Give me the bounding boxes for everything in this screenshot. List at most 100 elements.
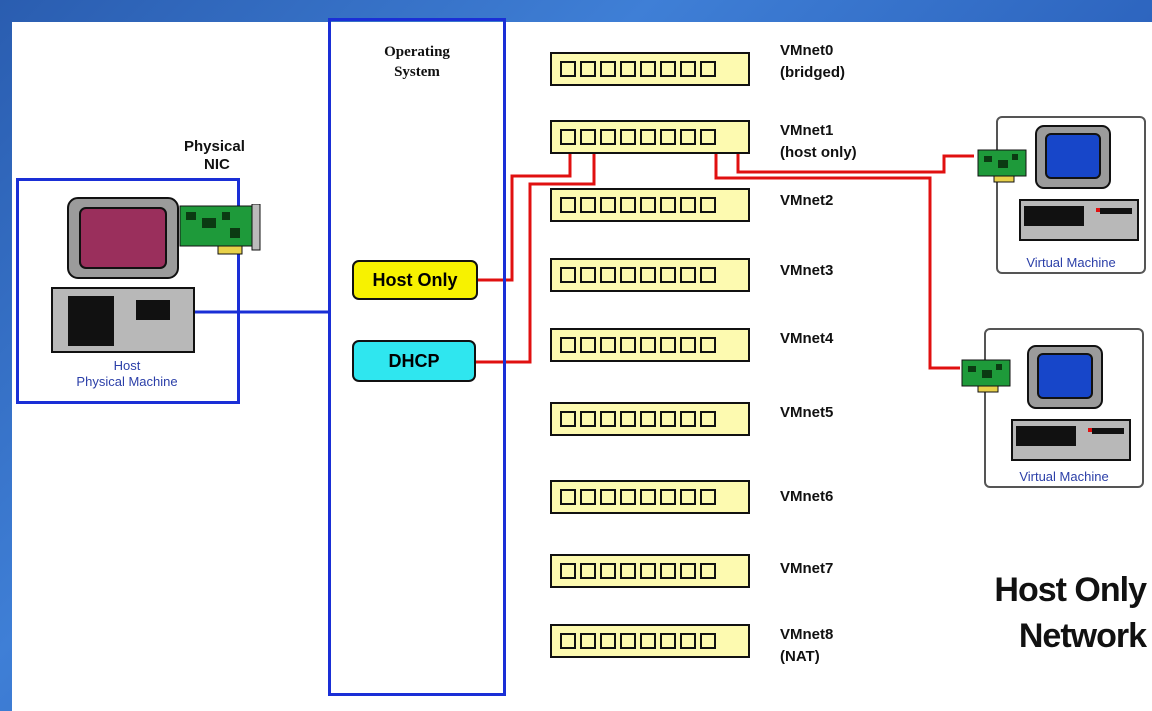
diagram-title-line-1: Host Only xyxy=(994,571,1147,609)
switch-port xyxy=(660,489,676,505)
vm2-nic-icon xyxy=(961,359,1011,393)
switch-port xyxy=(640,633,656,649)
host-label-2: Physical Machine xyxy=(76,374,178,389)
vm2-computer-icon xyxy=(1011,419,1131,461)
switch-port xyxy=(680,489,696,505)
vmnet-name: VMnet3 xyxy=(780,262,834,279)
operating-system-box xyxy=(328,18,506,696)
hostonly-vmnet1-link xyxy=(478,150,572,282)
switch-port xyxy=(600,411,616,427)
switch-port xyxy=(660,563,676,579)
host-only-switch: Host Only xyxy=(352,260,478,300)
switch-port xyxy=(580,563,596,579)
switch-port xyxy=(660,197,676,213)
switch-port xyxy=(700,633,716,649)
vmnet-switch xyxy=(550,328,750,362)
switch-port xyxy=(620,61,636,77)
dhcp-vmnet1-link xyxy=(476,150,596,364)
vmnet-switch xyxy=(550,402,750,436)
vmnet-name: VMnet0 xyxy=(780,42,834,59)
switch-port xyxy=(600,337,616,353)
vm1-nic-icon xyxy=(977,149,1027,183)
switch-port xyxy=(700,197,716,213)
switch-port xyxy=(580,197,596,213)
virtual-machine-2-box: Virtual Machine xyxy=(984,328,1144,488)
switch-port xyxy=(700,563,716,579)
vm1-monitor-icon xyxy=(1035,125,1111,189)
switch-port xyxy=(580,61,596,77)
vmnet-mode: (host only) xyxy=(780,144,857,161)
switch-port xyxy=(700,129,716,145)
vmnet-name: VMnet4 xyxy=(780,330,834,347)
host-nic-icon xyxy=(179,204,261,255)
switch-port xyxy=(560,129,576,145)
switch-port xyxy=(620,563,636,579)
vmnet-label: VMnet7 xyxy=(780,558,833,580)
switch-port xyxy=(680,337,696,353)
vmnet-switch xyxy=(550,188,750,222)
switch-port xyxy=(680,197,696,213)
host-label-1: Host xyxy=(113,358,141,373)
switch-port xyxy=(700,489,716,505)
switch-port xyxy=(640,489,656,505)
switch-port xyxy=(660,129,676,145)
switch-port xyxy=(640,197,656,213)
switch-port xyxy=(600,129,616,145)
vmnet-switch xyxy=(550,120,750,154)
vm1-label: Virtual Machine xyxy=(1026,255,1116,270)
switch-port xyxy=(560,197,576,213)
connection-lines xyxy=(192,150,974,370)
switch-port xyxy=(660,411,676,427)
switch-port xyxy=(680,411,696,427)
switch-port xyxy=(700,61,716,77)
physical-nic-label-1: Physical xyxy=(184,138,245,155)
switch-port xyxy=(560,489,576,505)
switch-port xyxy=(600,61,616,77)
switch-port xyxy=(660,61,676,77)
switch-port xyxy=(700,267,716,283)
vmnet-label: VMnet5 xyxy=(780,402,833,424)
vmnet-name: VMnet5 xyxy=(780,404,834,421)
switch-port xyxy=(640,337,656,353)
switch-port xyxy=(620,129,636,145)
vmnet-switch xyxy=(550,554,750,588)
switch-port xyxy=(620,197,636,213)
vmnet-name: VMnet1 xyxy=(780,122,834,139)
vmnet-label: VMnet1 (host only) xyxy=(780,120,857,164)
vmnet-switch xyxy=(550,624,750,658)
vmnet-label: VMnet8(NAT) xyxy=(780,624,833,668)
vmnet1-vm1-link xyxy=(736,150,974,174)
switch-port xyxy=(640,411,656,427)
vmnet-label: VMnet3 xyxy=(780,260,833,282)
diagram-canvas: Physical NIC Host Physical Machine Opera… xyxy=(12,18,1152,711)
switch-port xyxy=(600,633,616,649)
vmnet-switch xyxy=(550,52,750,86)
vmnet-name: VMnet7 xyxy=(780,560,834,577)
physical-nic-label-2: NIC xyxy=(204,156,230,173)
switch-port xyxy=(680,129,696,145)
switch-port xyxy=(680,563,696,579)
switch-port xyxy=(560,267,576,283)
host-only-switch-label: Host Only xyxy=(372,269,458,290)
os-label-1: Operating xyxy=(384,44,450,60)
vmnet-label: VMnet6 xyxy=(780,486,833,508)
switch-port xyxy=(600,563,616,579)
switch-port xyxy=(660,267,676,283)
vm2-label: Virtual Machine xyxy=(1019,469,1109,484)
switch-port xyxy=(660,337,676,353)
dhcp-label: DHCP xyxy=(388,350,440,371)
switch-port xyxy=(620,267,636,283)
vmnet-name: VMnet6 xyxy=(780,488,834,505)
switch-port xyxy=(660,633,676,649)
switch-port xyxy=(560,411,576,427)
switch-port xyxy=(620,337,636,353)
vm2-monitor-icon xyxy=(1027,345,1103,409)
vmnet-label: VMnet4 xyxy=(780,328,833,350)
switch-port xyxy=(700,411,716,427)
switch-port xyxy=(620,489,636,505)
switch-port xyxy=(640,563,656,579)
vmnet1-vm2-link xyxy=(714,150,960,370)
diagram-title-line-2: Network xyxy=(1018,617,1147,655)
switch-port xyxy=(560,61,576,77)
switch-port xyxy=(580,337,596,353)
